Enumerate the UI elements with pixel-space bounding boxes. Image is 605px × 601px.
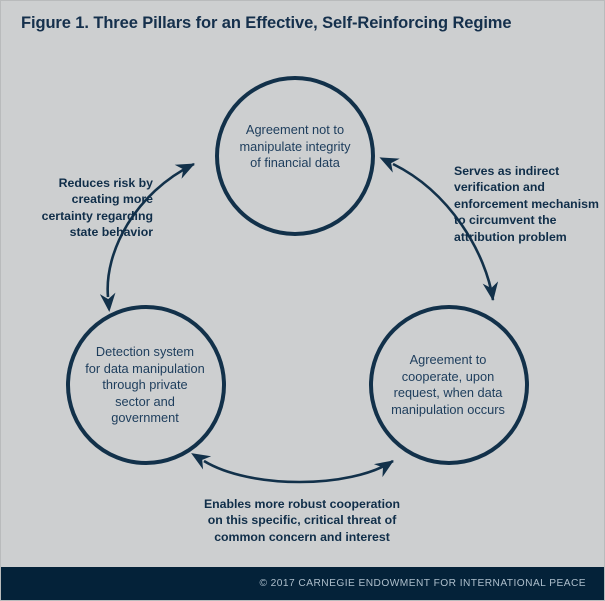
edge-label-line: creating more — [71, 192, 153, 207]
node-line: manipulation occurs — [391, 401, 505, 417]
edge-label-line: enforcement mechanism — [454, 196, 599, 211]
node-agreement-integrity[interactable] — [215, 76, 375, 236]
footer-bar: © 2017 CARNEGIE ENDOWMENT FOR INTERNATIO… — [0, 567, 605, 601]
edge-label-line: Enables more robust cooperation — [203, 497, 401, 511]
node-line: government — [111, 410, 179, 425]
node-line: sector and — [115, 393, 175, 409]
edge-label-line: on this specific, critical threat of — [207, 513, 397, 528]
node-line: Agreement to — [409, 352, 487, 367]
edge-label-right: Serves as indirect verification and enfo… — [454, 163, 599, 245]
node-agreement-cooperate[interactable] — [369, 305, 529, 465]
edge-label-line: attribution problem — [454, 229, 567, 244]
node-line: for data manipulation — [85, 360, 205, 376]
edge-left-arrow — [99, 162, 195, 313]
edge-label-line: state behavior — [69, 225, 153, 240]
edge-label-line: Serves as indirect — [454, 164, 560, 178]
node-line: Detection system — [95, 344, 195, 359]
node-line: cooperate, upon — [401, 368, 495, 384]
node-label-agreement-cooperate: Agreement to cooperate, upon request, wh… — [373, 352, 523, 418]
edge-bottom-arrow — [191, 453, 394, 484]
edge-right-arrow — [379, 157, 499, 302]
node-line: request, when data — [393, 385, 503, 400]
edge-label-line: common concern and interest — [214, 529, 390, 544]
node-label-detection-system: Detection system for data manipulation t… — [70, 344, 220, 427]
node-line: manipulate integrity — [239, 138, 351, 154]
figure-title: Figure 1. Three Pillars for an Effective… — [21, 14, 512, 32]
edge-label-line: certainty regarding — [41, 208, 153, 223]
edge-label-bottom: Enables more robust cooperation on this … — [152, 496, 452, 545]
edge-label-line: verification and — [454, 180, 545, 195]
node-line: through private — [102, 377, 188, 392]
node-label-agreement-integrity: Agreement not to manipulate integrity of… — [220, 122, 370, 172]
node-detection-system[interactable] — [66, 305, 226, 465]
edge-label-line: to circumvent the — [454, 213, 557, 228]
node-line: of financial data — [250, 155, 340, 170]
edge-label-line: Reduces risk by — [58, 176, 153, 190]
copyright-notice: © 2017 CARNEGIE ENDOWMENT FOR INTERNATIO… — [259, 578, 586, 589]
node-line: Agreement not to — [245, 122, 345, 137]
edge-label-left: Reduces risk by creating more certainty … — [8, 175, 153, 241]
